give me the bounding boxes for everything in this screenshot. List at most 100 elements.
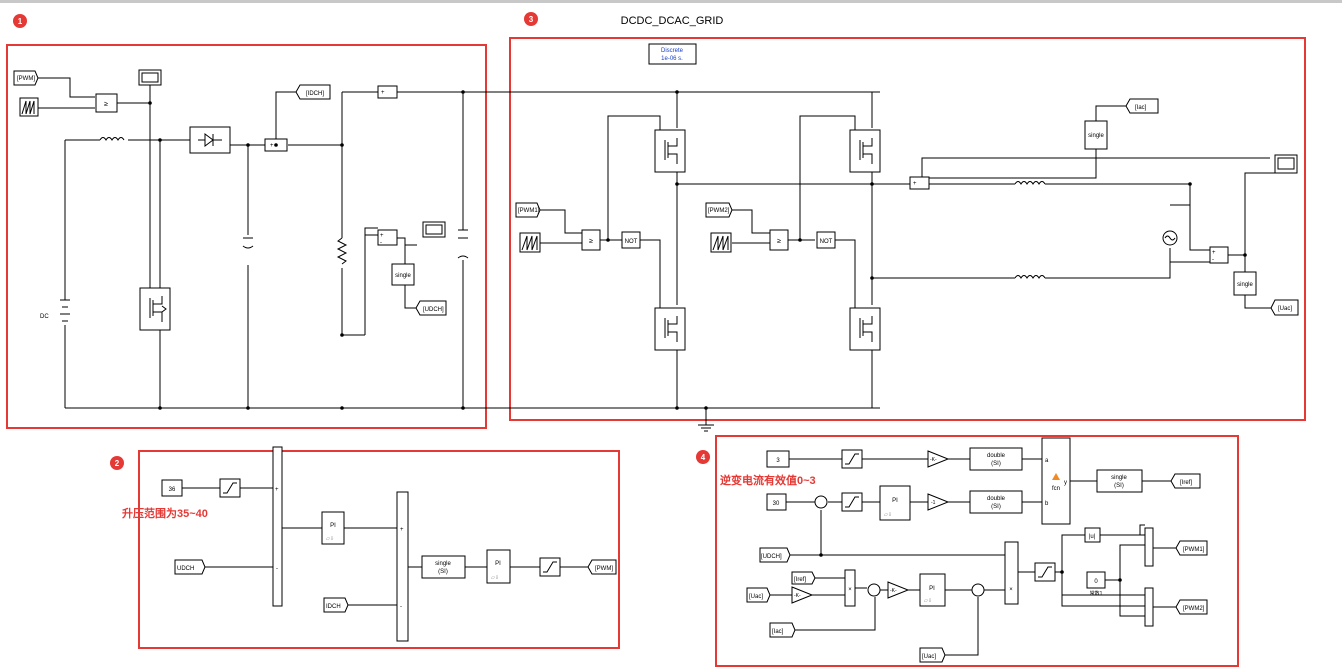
svg-text:UDCH: UDCH [177,566,194,572]
compare-block[interactable]: ≥ [95,93,118,113]
sum-3[interactable] [971,583,985,597]
from-udch-tag[interactable]: UDCH [174,559,206,575]
pi-controller-1[interactable]: PI ▱⇩ [321,511,345,545]
pi-controller-4[interactable]: PI ▱⇩ [919,573,946,607]
badge-3: 3 [524,12,538,26]
badge-1: 1 [13,14,27,28]
svg-text:[UDCH]: [UDCH] [423,307,444,313]
dc-source[interactable]: DC [40,299,70,322]
svg-text:×: × [848,587,852,593]
const-0-block[interactable]: 0 常数1 [1086,571,1106,597]
from-iref-tag[interactable]: [Iref] [791,571,816,585]
sawtooth-source[interactable] [19,97,39,117]
saturation-4[interactable] [841,492,863,512]
sum-bus-1[interactable]: + - [272,446,283,607]
current-sensor-ac[interactable]: + [909,176,930,190]
ac-grid-source[interactable] [1162,230,1178,246]
voltage-sensor-1[interactable]: + - [377,229,398,246]
svg-text:▱⇩: ▱⇩ [884,512,892,518]
current-sensor-2[interactable]: + [377,85,398,99]
svg-text:+: + [380,233,384,239]
from-idch-tag[interactable]: IDCH [323,597,349,613]
gain-k-1[interactable]: -K- [927,450,950,468]
voltage-sensor-ac[interactable]: + - [1209,246,1229,264]
product-2[interactable]: × [1004,541,1019,605]
svg-text:30: 30 [773,501,780,507]
gain-k-2[interactable]: -K- [791,586,814,604]
diode-block[interactable] [189,126,231,154]
from-iac-tag[interactable]: [Iac] [769,622,796,638]
switch-2[interactable] [1144,587,1154,627]
mosfet-boost[interactable] [139,287,171,331]
powergui-block[interactable]: Discrete 1e-06 s. [648,43,697,65]
double-convert-1[interactable]: double (SI) [969,447,1023,471]
saturation-2[interactable] [539,557,561,577]
goto-pwm-tag[interactable]: [PWM] [587,559,617,575]
single-convert-1[interactable]: single [391,263,415,286]
sawtooth-source-2[interactable] [519,232,541,253]
svg-text:[IDCH]: [IDCH] [306,91,324,97]
goto-pwm2-tag[interactable]: [PWM2] [1175,599,1208,615]
goto-udch-tag[interactable]: [UDCH] [415,300,447,316]
sum-2[interactable] [867,583,881,597]
sawtooth-source-3[interactable] [710,232,732,253]
svg-text:[Uac]: [Uac] [922,654,936,660]
saturation-3[interactable] [841,449,863,469]
const-30-block[interactable]: 30 [766,493,787,511]
from-pwm1-tag[interactable]: [PWM1] [515,202,541,218]
svg-text:-: - [276,566,278,572]
product-1[interactable]: × [844,569,856,607]
svg-text:[Iref]: [Iref] [794,577,806,583]
from-pwm2-tag[interactable]: [PWM2] [705,202,733,218]
matlab-fcn-block[interactable]: a b y fcn [1041,437,1071,525]
goto-iref-tag[interactable]: [Iref] [1170,473,1201,489]
pi-controller-3[interactable]: PI ▱⇩ [879,485,911,521]
svg-text:4: 4 [701,453,706,462]
mosfet-s4[interactable] [849,307,881,351]
gain-neg1[interactable]: -1 [927,493,950,511]
inductor-ac-1 [1014,181,1046,185]
switch-1[interactable] [1144,527,1154,567]
svg-text:-K-: -K- [930,457,937,463]
svg-text:[Iac]: [Iac] [1135,105,1147,111]
goto-pwm1-tag[interactable]: [PWM1] [1175,540,1208,556]
compare-block-3[interactable]: ≥ [769,229,789,251]
sum-bus-2[interactable]: + - [396,491,409,642]
scope-1[interactable] [138,69,162,86]
sum-1[interactable] [814,495,828,509]
svg-text:+: + [270,143,274,149]
not-gate-1[interactable]: NOT [621,231,641,249]
from-pwm-tag[interactable]: [PWM] [13,70,39,86]
mosfet-s2[interactable] [849,129,881,173]
single-convert-2[interactable]: single (SI) [421,555,466,579]
double-convert-2[interactable]: double (SI) [969,490,1023,514]
from-udch-tag-2[interactable]: [UDCH] [759,547,791,563]
abs-block[interactable]: |u| [1084,527,1101,543]
gain-k-3[interactable]: -K- [887,581,910,599]
from-uac-tag-2[interactable]: [Uac] [919,647,946,663]
pi-controller-2[interactable]: PI ▱⇩ [486,549,511,584]
svg-text:1: 1 [18,17,23,26]
scope-2[interactable] [422,221,446,238]
single-convert-3[interactable]: single (SI) [1096,469,1143,493]
scope-ac[interactable] [1274,154,1298,174]
svg-text:(SI): (SI) [1114,483,1124,489]
single-convert-iac[interactable]: single [1084,120,1108,150]
mosfet-s1[interactable] [654,129,686,173]
goto-iac-tag[interactable]: [Iac] [1125,98,1159,114]
goto-uac-tag[interactable]: [Uac] [1270,299,1299,316]
goto-idch-tag[interactable]: [IDCH] [295,84,331,100]
svg-text:-: - [400,604,402,610]
single-convert-uac[interactable]: single [1233,271,1257,296]
const-3-block[interactable]: 3 [766,450,790,468]
not-gate-2[interactable]: NOT [816,231,836,249]
saturation-5[interactable] [1034,562,1056,582]
svg-text:NOT: NOT [625,239,638,245]
const-36-block[interactable]: 36 [161,479,183,497]
mosfet-s3[interactable] [654,307,686,351]
saturation-1[interactable] [219,478,241,498]
from-uac-tag[interactable]: [Uac] [746,587,771,603]
compare-block-2[interactable]: ≥ [581,229,601,251]
svg-text:3: 3 [529,15,534,24]
